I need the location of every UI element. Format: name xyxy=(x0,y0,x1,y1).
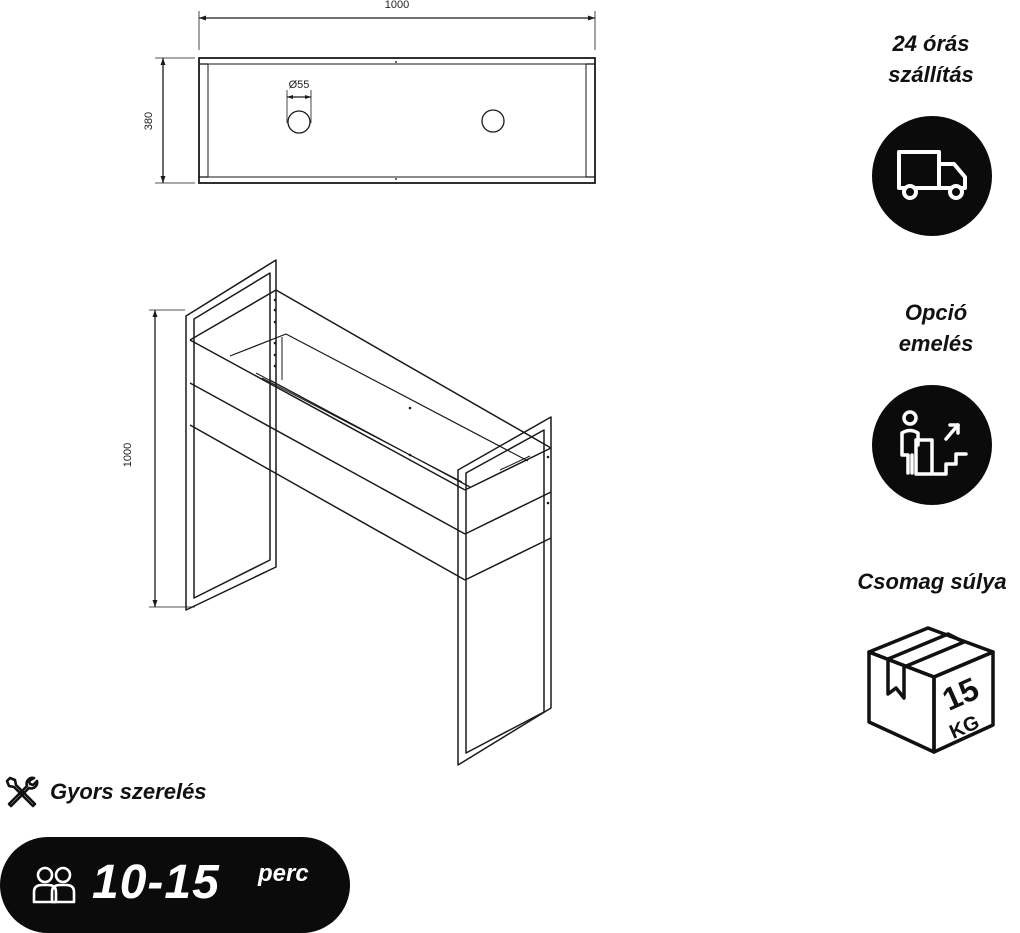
isometric-planter xyxy=(185,259,552,766)
delivery-title-line1: 24 órás xyxy=(892,31,970,56)
height-dimension-iso xyxy=(149,309,195,608)
drain-holes xyxy=(287,109,505,134)
assembly-row: Gyors szerelés xyxy=(4,772,207,812)
stair-lifting-icon xyxy=(900,410,968,476)
lifting-title-line1: Opció xyxy=(904,300,968,325)
delivery-truck-icon xyxy=(897,150,967,200)
lifting-badge xyxy=(872,385,992,505)
hole-dimension-label: Ø55 xyxy=(289,79,310,91)
assembly-time-unit: perc xyxy=(258,860,309,887)
lifting-title: Opció emelés xyxy=(836,297,1020,359)
height-dimension-label: 1000 xyxy=(122,443,134,467)
delivery-title-line2: szállítás xyxy=(888,62,974,87)
weight-value: 15 xyxy=(937,670,984,717)
package-box-icon: 15 KG xyxy=(867,626,995,754)
weight-title: Csomag súlya xyxy=(857,569,1007,594)
tools-icon xyxy=(5,776,39,808)
assembly-label: Gyors szerelés xyxy=(50,779,207,804)
delivery-title: 24 órás szállítás xyxy=(831,28,1020,90)
assembly-time: 10-15 xyxy=(92,856,220,909)
delivery-badge xyxy=(872,116,992,236)
depth-dimension-label: 380 xyxy=(143,112,155,130)
width-dimension-top xyxy=(198,11,596,50)
hole-dimension xyxy=(286,90,312,123)
lifting-title-line2: emelés xyxy=(898,331,974,356)
assembly-time-badge: 10-15 perc xyxy=(0,837,350,933)
two-people-icon xyxy=(32,866,76,904)
depth-dimension-top xyxy=(155,57,195,184)
top-view-outline xyxy=(198,57,596,184)
width-dimension-label: 1000 xyxy=(385,0,409,11)
